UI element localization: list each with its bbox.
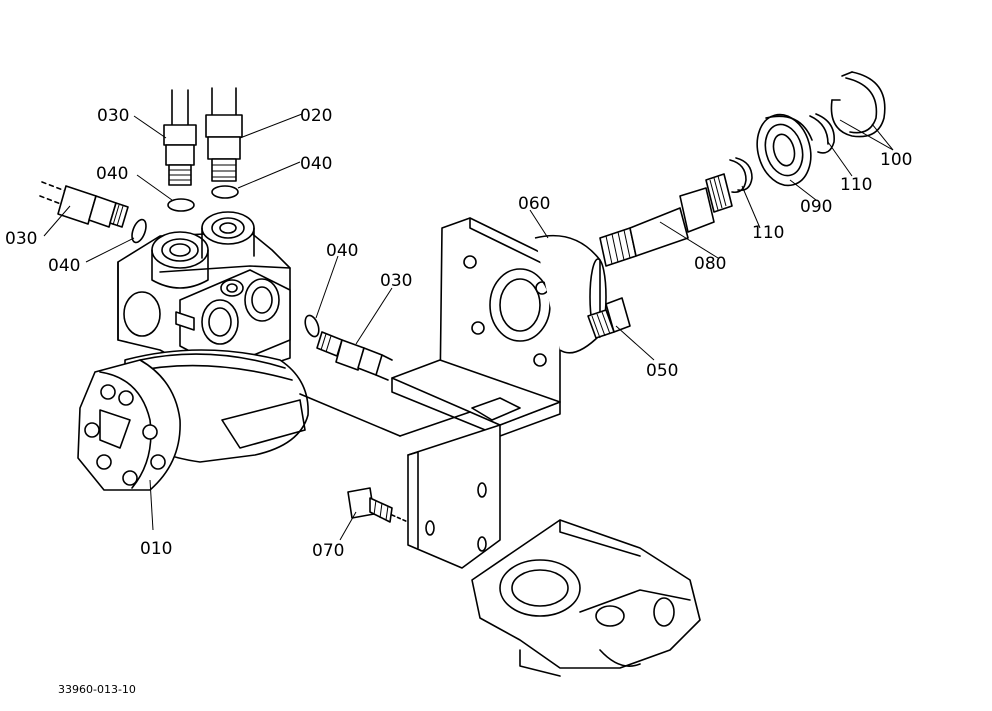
label-060: 060 — [518, 194, 550, 214]
o-ring-040-c — [131, 218, 147, 244]
o-ring-040-a — [167, 198, 195, 212]
o-ring-040-b — [211, 185, 239, 199]
fitting-030-side — [316, 331, 393, 381]
fitting-030-top — [163, 89, 197, 186]
label-030-left: 030 — [5, 229, 37, 249]
label-040-left: 040 — [48, 256, 80, 276]
label-040-top-left: 040 — [96, 164, 128, 184]
leader-lines — [43, 113, 894, 541]
label-050: 050 — [646, 361, 678, 381]
fitting-030-left — [39, 181, 129, 228]
retaining-ring-100 — [830, 71, 886, 138]
fitting-020 — [205, 87, 243, 182]
bearing-090 — [756, 113, 813, 187]
label-040-side: 040 — [326, 241, 358, 261]
label-100: 100 — [880, 150, 912, 170]
assembly-line-2 — [399, 411, 471, 437]
label-080: 080 — [694, 254, 726, 274]
bolt-070 — [347, 487, 409, 523]
bolt-050 — [587, 297, 631, 339]
label-110-inner: 110 — [752, 223, 784, 243]
drawing-number: 33960-013-10 — [58, 683, 136, 696]
assembly-line — [299, 393, 401, 437]
mounting-housing — [471, 519, 701, 677]
bracket-060 — [391, 217, 607, 569]
label-030-top: 030 — [97, 106, 129, 126]
label-020: 020 — [300, 106, 332, 126]
label-030-side: 030 — [380, 271, 412, 291]
label-010: 010 — [140, 539, 172, 559]
label-040-top-right: 040 — [300, 154, 332, 174]
label-110-outer: 110 — [840, 175, 872, 195]
snap-ring-110-b — [815, 113, 835, 154]
label-070: 070 — [312, 541, 344, 561]
o-ring-040-d — [304, 314, 320, 338]
shaft-080 — [599, 173, 733, 267]
steering-unit-010 — [77, 211, 309, 491]
part-labels: 030 020 040 040 030 040 040 030 060 080 … — [5, 106, 912, 696]
label-090: 090 — [800, 197, 832, 217]
